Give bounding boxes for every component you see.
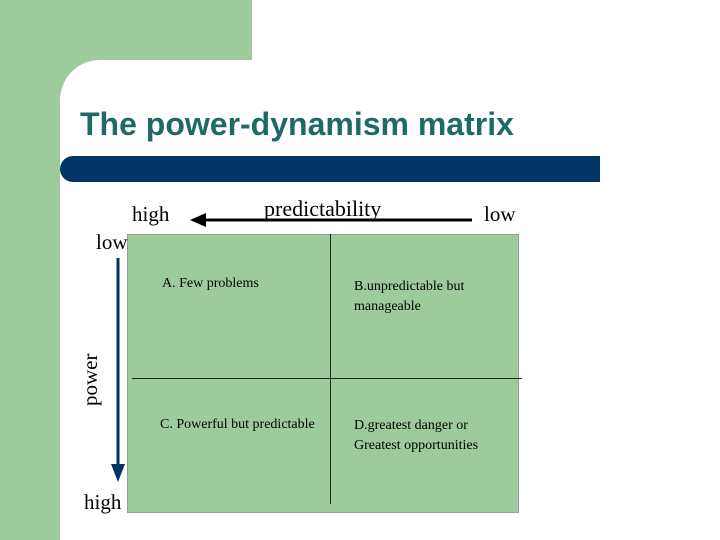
predictability-low-label: low <box>484 202 516 226</box>
title-underline-bar <box>60 156 600 182</box>
matrix-vertical-divider <box>330 234 331 504</box>
decorative-green-margin <box>0 0 60 540</box>
slide-title: The power-dynamism matrix <box>80 106 514 142</box>
power-low-label: low <box>96 230 128 254</box>
matrix-horizontal-divider <box>132 378 522 379</box>
quadrant-a-text: A. Few problems <box>162 276 259 291</box>
axis-label-predictability: predictability <box>264 196 382 221</box>
quadrant-b-text: B.unpredictable but manageable <box>354 279 465 314</box>
quadrant-d-text: D.greatest danger or Greatest opportunit… <box>354 418 479 453</box>
power-high-label: high <box>84 490 122 514</box>
matrix-grid <box>127 234 519 513</box>
quadrant-c-text: C. Powerful but predictable <box>160 417 315 432</box>
axis-label-power: power <box>78 353 102 406</box>
predictability-high-label: high <box>132 202 170 226</box>
